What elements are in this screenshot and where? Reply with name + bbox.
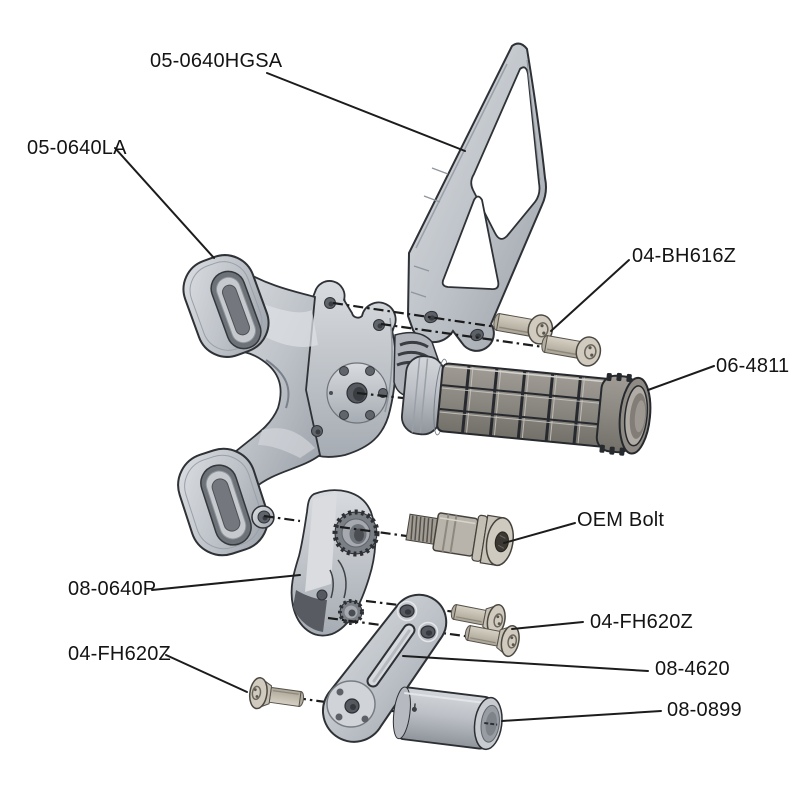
part-label-spacer: 08-0899	[667, 699, 742, 721]
part-main-bracket	[177, 254, 397, 557]
part-label-main-bracket: 05-0640LA	[27, 137, 127, 159]
part-oem-bolt	[405, 512, 514, 567]
part-heel-guard	[406, 42, 547, 352]
part-pedal-block	[290, 489, 380, 637]
part-spacer	[392, 686, 503, 751]
part-label-flathead-bolt-left: 04-FH620Z	[68, 643, 171, 665]
bracket-top-boss-slot	[210, 270, 262, 350]
part-label-footpeg: 06-4811	[716, 355, 790, 377]
part-flathead-bolt-left	[247, 675, 307, 716]
bracket-bottom-boss-slot	[200, 464, 252, 546]
part-link-arm	[321, 593, 448, 743]
part-label-link-arm: 08-4620	[655, 658, 730, 680]
part-label-pedal-block: 08-0640P	[68, 578, 157, 600]
part-label-heel-guard: 05-0640HGSA	[150, 50, 283, 72]
part-label-flathead-bolts-right: 04-FH620Z	[590, 611, 693, 633]
part-footpeg	[400, 355, 652, 456]
callout-leader-lines	[114, 72, 715, 722]
part-label-button-head-bolts: 04-BH616Z	[632, 245, 737, 267]
part-label-oem-bolt: OEM Bolt	[577, 509, 665, 531]
